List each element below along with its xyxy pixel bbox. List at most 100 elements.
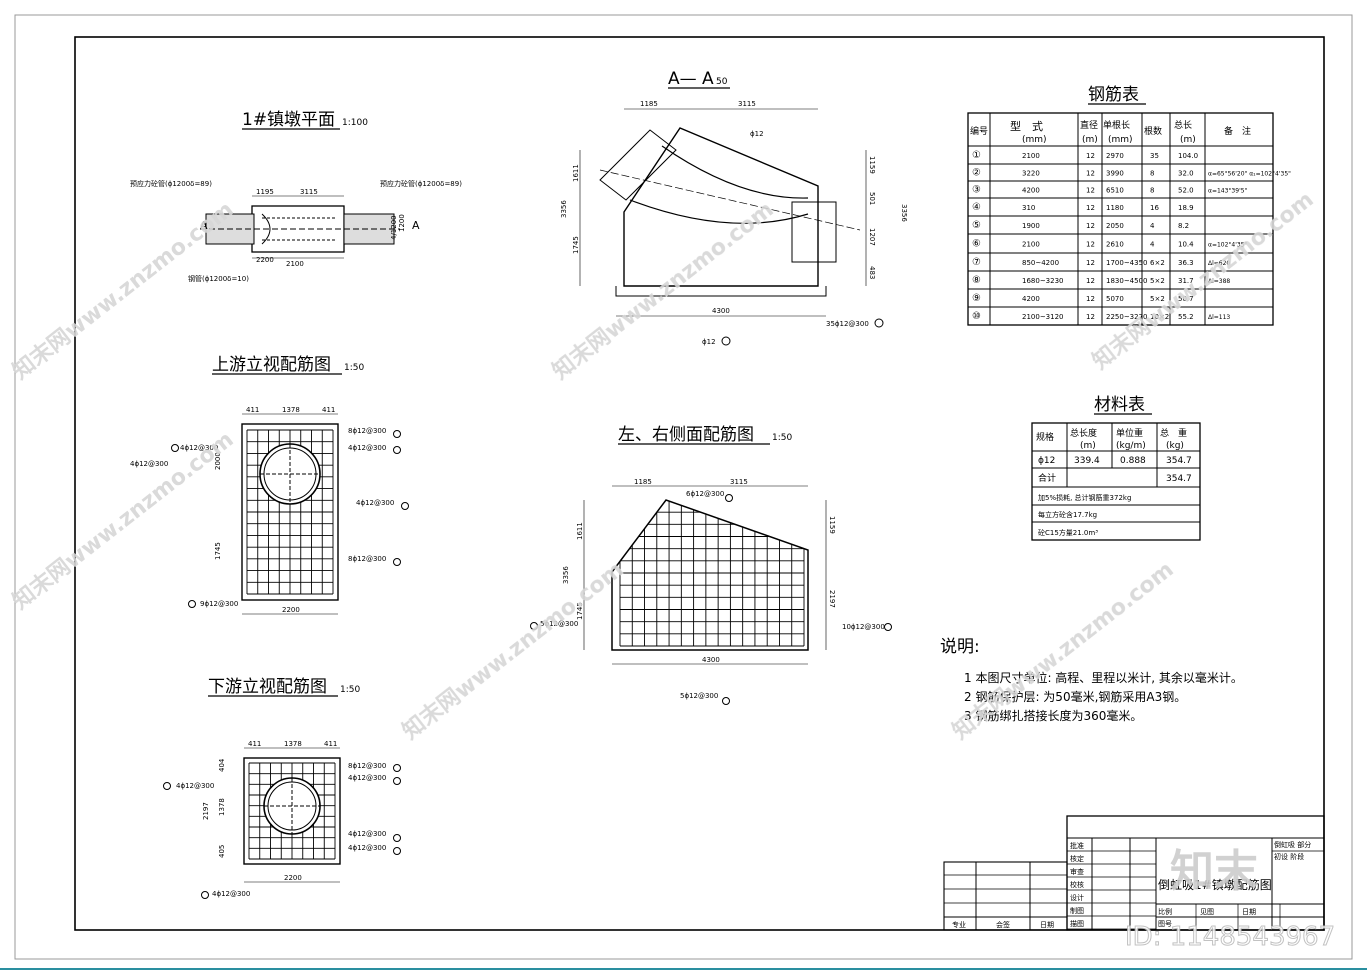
sec-label-3: ϕ12 xyxy=(702,338,716,346)
side-dim-3: 1611 xyxy=(576,522,584,540)
rebar-cell-shape: 1900 xyxy=(1022,222,1040,230)
sec-label-1: ϕ12 xyxy=(750,130,764,138)
rebar-cell-total: 10.4 xyxy=(1178,241,1194,249)
rebar-cell-shape: 4200 xyxy=(1022,295,1040,303)
rebar-cell-len: 2050 xyxy=(1106,222,1124,230)
tb-scale-value: 见图 xyxy=(1200,908,1214,916)
rebar-cell-len: 2610 xyxy=(1106,241,1124,249)
notes-title: 说明: xyxy=(940,637,980,657)
mat-total: 354.7 xyxy=(1166,456,1192,466)
side-view: 左、右侧面配筋图 1:50 1185 3115 1611 1745 3356 1… xyxy=(530,425,892,705)
rebar-cell-dia: 12 xyxy=(1086,222,1095,230)
rebar-cell-shape: 850~4200 xyxy=(1022,259,1059,267)
rebar-cell-count: 8 xyxy=(1150,187,1154,195)
rebar-cell-len: 6510 xyxy=(1106,187,1124,195)
rebar-cell-note: α=143°39'5" xyxy=(1208,188,1248,195)
up-label-5: 4ϕ12@300 xyxy=(356,499,394,507)
rebar-cell-no: ② xyxy=(972,168,981,179)
rebar-cell-no: ⑥ xyxy=(972,239,981,250)
rebar-cell-dia: 12 xyxy=(1086,277,1095,285)
up-label-4: 4ϕ12@300 xyxy=(130,460,168,468)
rebar-cell-dia: 12 xyxy=(1086,187,1095,195)
tb-role-3: 审查 xyxy=(1070,867,1084,876)
tb-date-label: 日期 xyxy=(1242,908,1256,916)
rebar-cell-dia: 12 xyxy=(1086,259,1095,267)
rebar-cell-count: 4 xyxy=(1150,241,1155,249)
up-dim-1: 411 xyxy=(246,406,259,414)
watermark-4: 知末网www.znzmo.com xyxy=(398,556,629,744)
rebar-cell-count: 10×2 xyxy=(1150,313,1169,321)
watermark-logo: 知末 xyxy=(1170,846,1258,897)
up-label-2: 4ϕ12@300 xyxy=(348,444,386,452)
up-label-3: 4ϕ12@300 xyxy=(180,444,218,452)
rebar-cell-no: ④ xyxy=(972,202,981,213)
rebar-table: 钢筋表 编号 型 式 (mm) 直径 (m) 单根长 (mm) 根数 总长 (m… xyxy=(967,85,1291,326)
note-3: 3 钢筋绑扎搭接长度为360毫米。 xyxy=(964,708,1142,723)
side-label-4: 5ϕ12@300 xyxy=(680,692,718,700)
rebar-cell-total: 55.2 xyxy=(1178,313,1194,321)
plan-dim-5: 4/1200 xyxy=(390,215,398,240)
rebar-cell-note: α=65°56'20" α₁=102°4'35" xyxy=(1208,171,1291,178)
rebar-cell-total: 32.0 xyxy=(1178,170,1194,178)
rebar-cell-dia: 12 xyxy=(1086,295,1095,303)
title-block: 批准 核定 审查 校核 设计 制图 描图 专业 会签 日期 倒虹吸1#镇墩配筋图… xyxy=(943,815,1325,931)
rebar-cell-dia: 12 xyxy=(1086,313,1095,321)
dn-label-6: 4ϕ12@300 xyxy=(212,890,250,898)
rebar-h-no: 编号 xyxy=(970,125,988,137)
rebar-cell-no: ⑦ xyxy=(972,257,981,268)
mat-spec: ϕ12 xyxy=(1038,456,1055,466)
rebar-cell-no: ⑩ xyxy=(972,311,981,322)
rebar-h-total-unit: (m) xyxy=(1180,135,1196,145)
dn-dim-7: 405 xyxy=(218,845,226,858)
sec-dim-2: 3115 xyxy=(738,100,756,108)
rebar-cell-len: 1700~4350 xyxy=(1106,259,1148,267)
rebar-cell-shape: 4200 xyxy=(1022,187,1040,195)
note-1: 1 本图尺寸单位: 高程、里程以米计, 其余以毫米计。 xyxy=(964,670,1243,685)
plan-section-mark-right: A xyxy=(412,219,420,232)
section-title: A— A xyxy=(668,69,714,89)
up-label-6: 8ϕ12@300 xyxy=(348,555,386,563)
watermark-3: 知末网www.znzmo.com xyxy=(548,196,779,384)
rebar-cell-count: 6×2 xyxy=(1150,259,1165,267)
tb-role-5: 设计 xyxy=(1070,893,1084,902)
side-scale: 1:50 xyxy=(772,433,792,443)
rebar-cell-len: 3990 xyxy=(1106,170,1124,178)
rebar-h-len: 单根长 xyxy=(1103,119,1130,131)
rebar-cell-total: 52.0 xyxy=(1178,187,1194,195)
rebar-cell-len: 2970 xyxy=(1106,152,1124,160)
mat-h-total-unit: (kg) xyxy=(1166,441,1184,451)
rebar-cell-shape: 3220 xyxy=(1022,170,1040,178)
sec-dim-3: 1611 xyxy=(572,164,580,182)
mat-h-unitw-unit: (kg/m) xyxy=(1116,441,1146,451)
tb-role-4: 校核 xyxy=(1070,880,1084,889)
tb-bottom-3: 日期 xyxy=(1040,921,1054,929)
side-dim-4: 1745 xyxy=(576,602,584,620)
side-dim-5: 3356 xyxy=(562,566,570,584)
rebar-cell-note: Δl=620 xyxy=(1208,260,1230,267)
tb-bottom-1: 专业 xyxy=(952,920,966,929)
watermark-2: 知末网www.znzmo.com xyxy=(8,426,239,614)
note-2: 2 钢筋保护层: 为50毫米,钢筋采用A3钢。 xyxy=(964,689,1186,704)
outer-frame xyxy=(14,14,1353,960)
side-title: 左、右侧面配筋图 xyxy=(618,425,754,445)
plan-steel-pipe: 钢管(ϕ1200δ=10) xyxy=(188,274,249,283)
plan-dim-2: 3115 xyxy=(300,188,318,196)
upstream-title: 上游立视配筋图 xyxy=(212,355,331,375)
downstream-view: 下游立视配筋图 1:50 411 1378 411 2197 1378 404 … xyxy=(163,677,401,899)
sec-dim-10: 3356 xyxy=(900,204,908,222)
rebar-cell-shape: 1680~3230 xyxy=(1022,277,1064,285)
tb-role-7: 描图 xyxy=(1070,919,1084,928)
rebar-cell-no: ③ xyxy=(972,185,981,196)
side-dim-6: 1159 xyxy=(828,516,836,534)
rebar-cell-no: ⑨ xyxy=(972,293,981,304)
rebar-h-dia-unit: (m) xyxy=(1082,135,1098,145)
sec-dim-8: 1207 xyxy=(868,228,876,246)
rebar-table-title: 钢筋表 xyxy=(1088,85,1139,105)
side-dim-8: 4300 xyxy=(702,656,720,664)
plan-section-mark-left: A xyxy=(200,219,208,232)
rebar-cell-dia: 12 xyxy=(1086,152,1095,160)
dn-dim-2: 1378 xyxy=(284,740,302,748)
sec-dim-5: 3356 xyxy=(560,200,568,218)
plan-dim-3: 2100 xyxy=(286,260,304,268)
